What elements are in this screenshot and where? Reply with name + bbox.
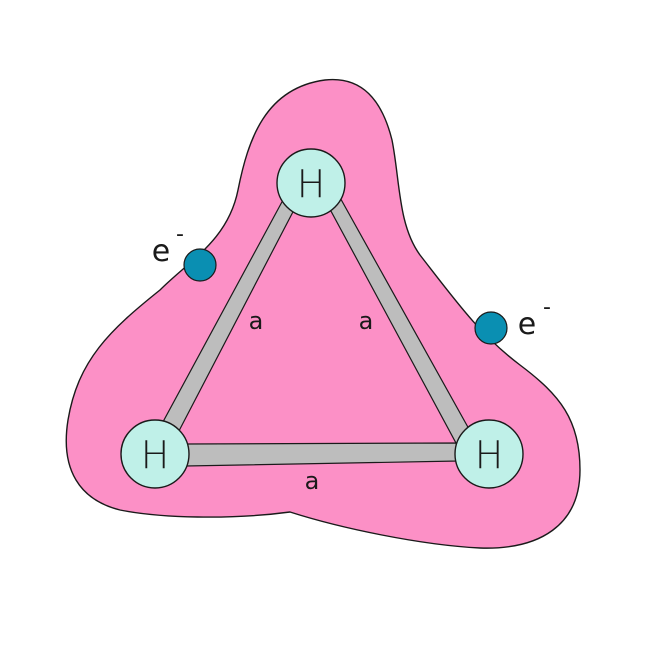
atom-right-symbol: H xyxy=(475,433,504,477)
atom-left-circle xyxy=(120,419,190,489)
electron-left-label: e xyxy=(152,234,170,269)
electron-right-label: e xyxy=(518,307,536,342)
atom-right-circle xyxy=(454,419,524,489)
atom-top: H xyxy=(276,148,346,218)
bond-label-right: a xyxy=(359,307,374,335)
electron-right: e - xyxy=(474,295,551,345)
electron-left: e - xyxy=(152,222,217,282)
electron-right-charge: - xyxy=(543,295,551,320)
atom-left-symbol: H xyxy=(141,433,170,477)
electron-left-dot xyxy=(183,248,217,282)
electron-right-dot xyxy=(474,311,508,345)
bond-label-bottom: a xyxy=(305,467,320,495)
atom-top-circle xyxy=(276,148,346,218)
electron-left-charge: - xyxy=(176,222,184,247)
atom-right: H xyxy=(454,419,524,489)
atom-left: H xyxy=(120,419,190,489)
bond-label-left: a xyxy=(249,307,264,335)
atom-top-symbol: H xyxy=(297,162,326,206)
